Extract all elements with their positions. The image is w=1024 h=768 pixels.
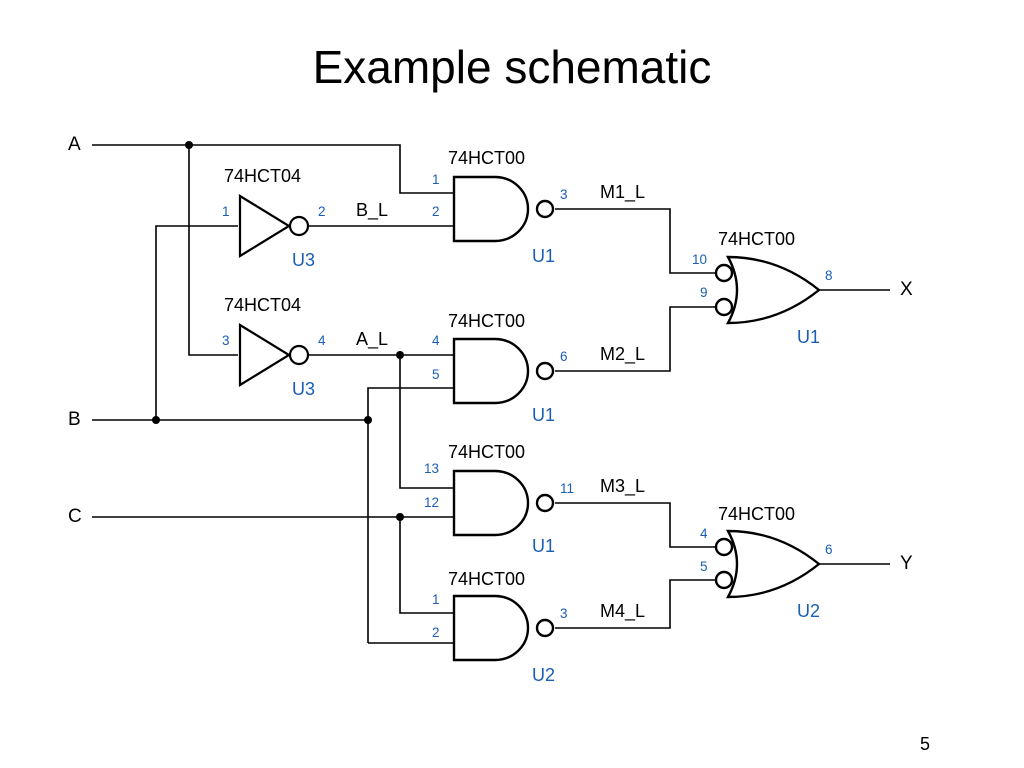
page-number: 5: [919, 734, 930, 754]
signal-label-m2-l: M2_L: [600, 344, 645, 365]
slide-title: Example schematic: [312, 41, 712, 93]
pin-nand4-out: 3: [560, 606, 568, 621]
wire-b-branch-up: [155, 225, 238, 420]
signal-label-m3-l: M3_L: [600, 476, 645, 497]
pin-or2-b: 5: [700, 559, 708, 574]
ref-label-inv1: U3: [292, 250, 315, 270]
part-label-nand2: 74HCT00: [448, 311, 525, 331]
or-gate-u1: [714, 255, 821, 325]
pin-nand3-b: 12: [424, 495, 439, 510]
junction-a: [185, 141, 193, 149]
signal-label-m4-l: M4_L: [600, 601, 645, 622]
ref-label-nand3: U1: [532, 536, 555, 556]
signal-label-m1-l: M1_L: [600, 182, 645, 203]
ref-label-or1: U1: [797, 327, 820, 347]
or-gate-u2: [714, 529, 821, 599]
part-label-nand3: 74HCT00: [448, 442, 525, 462]
junction-b-left: [152, 416, 160, 424]
ref-label-nand1: U1: [532, 246, 555, 266]
pin-inv2-out: 4: [318, 333, 326, 348]
pin-nand4-a: 1: [432, 592, 440, 607]
wire-m3-l: [555, 502, 716, 548]
pin-or1-out: 8: [825, 268, 833, 283]
signal-label-b-l: B_L: [356, 200, 388, 221]
nand-gate-u1-2: [452, 337, 555, 405]
pin-or1-b: 9: [700, 285, 708, 300]
input-label-c: C: [68, 506, 82, 527]
output-label-x: X: [900, 279, 913, 300]
inverter-u3-b: [238, 323, 310, 387]
ref-label-nand2: U1: [532, 405, 555, 425]
nand-gate-u1-1: [452, 175, 555, 243]
wire-c-branch: [399, 517, 454, 614]
junctions: [152, 141, 404, 521]
part-label-or1: 74HCT00: [718, 229, 795, 249]
wire-m1-l: [555, 208, 716, 274]
wire-m2-l: [555, 306, 716, 372]
pin-nand2-b: 5: [432, 367, 440, 382]
input-label-a: A: [68, 134, 81, 155]
nand-gate-u2-1: [452, 594, 555, 662]
wire-b-nand2: [367, 387, 454, 643]
pin-nand3-a: 13: [424, 461, 439, 476]
pin-or2-a: 4: [700, 526, 708, 541]
ref-label-nand4: U2: [532, 665, 555, 685]
pin-nand1-b: 2: [432, 204, 440, 219]
part-label-inv2: 74HCT04: [224, 295, 301, 315]
pin-nand2-a: 4: [432, 333, 440, 348]
ref-label-or2: U2: [797, 601, 820, 621]
output-label-y: Y: [900, 553, 913, 574]
part-label-nand4: 74HCT00: [448, 569, 525, 589]
part-label-or2: 74HCT00: [718, 504, 795, 524]
pin-nand3-out: 11: [560, 481, 574, 496]
pin-nand1-a: 1: [432, 172, 440, 187]
pin-nand4-b: 2: [432, 625, 440, 640]
junction-a-l: [396, 351, 404, 359]
nand-gate-u1-3: [452, 469, 555, 537]
signal-label-a-l: A_L: [356, 329, 388, 350]
pin-inv2-in: 3: [222, 333, 230, 348]
wire-a-branch: [188, 145, 238, 356]
ref-label-inv2: U3: [292, 379, 315, 399]
pin-nand1-out: 3: [560, 187, 568, 202]
wire-m4-l: [555, 579, 716, 629]
junction-c: [396, 513, 404, 521]
pin-inv1-in: 1: [222, 204, 230, 219]
pin-or1-a: 10: [692, 252, 707, 267]
inverter-u3-a: [238, 194, 310, 258]
part-label-inv1: 74HCT04: [224, 166, 301, 186]
pin-or2-out: 6: [825, 542, 833, 557]
wire-a: [92, 144, 454, 194]
junction-b-right: [364, 416, 372, 424]
wire-a-l-branch: [399, 355, 454, 489]
part-label-nand1: 74HCT00: [448, 148, 525, 168]
pin-nand2-out: 6: [560, 349, 568, 364]
wires: [92, 144, 890, 644]
input-label-b: B: [68, 409, 81, 430]
pin-inv1-out: 2: [318, 204, 326, 219]
